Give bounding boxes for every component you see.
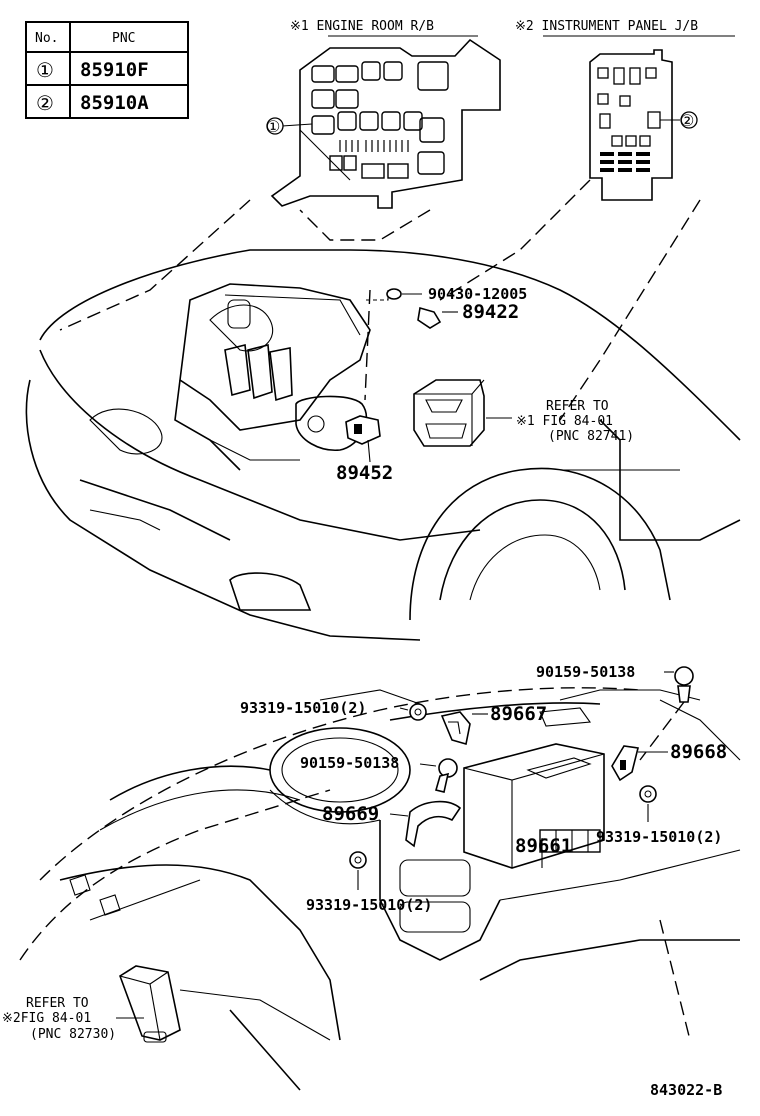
part-label-93319-15010-right: 93319-15010(2) xyxy=(596,828,722,846)
part-89452[interactable]: 89452 xyxy=(336,415,393,484)
ref2-line2: ※2FIG 84-01 xyxy=(2,1011,91,1026)
part-90159-50138-top[interactable]: 90159-50138 xyxy=(536,663,694,761)
car-body-outline xyxy=(25,179,741,641)
part-label-89422: 89422 xyxy=(462,301,519,323)
reference-note-1: REFER TO ※1 FIG 84-01 (PNC 82741) xyxy=(516,399,634,444)
table-row-1-pnc: 85910F xyxy=(80,59,149,81)
reference-note-2: REFER TO ※2FIG 84-01 (PNC 82730) xyxy=(2,996,116,1042)
part-label-89452: 89452 xyxy=(336,462,393,484)
part-89422[interactable]: 89422 xyxy=(417,301,519,329)
callout-2-label: ② xyxy=(680,111,694,130)
table-header-pnc: PNC xyxy=(112,31,135,46)
part-89669[interactable]: 89669 xyxy=(322,800,462,848)
part-ecu-box-engine[interactable] xyxy=(413,379,512,447)
part-89661-ecu[interactable]: 89661 xyxy=(463,743,605,869)
part-label-89668: 89668 xyxy=(670,741,727,763)
instrument-panel-junction-block: ※2 INSTRUMENT PANEL J/B ② xyxy=(515,19,735,201)
table-header-no: No. xyxy=(35,31,58,46)
instrument-panel-title: ※2 INSTRUMENT PANEL J/B xyxy=(515,19,698,34)
part-90430-12005[interactable]: 90430-12005 xyxy=(386,285,527,303)
ref1-line1: REFER TO xyxy=(546,399,609,414)
part-label-93319-15010-lower: 93319-15010(2) xyxy=(306,896,432,914)
part-90159-50138-middle[interactable]: 90159-50138 xyxy=(300,754,458,793)
figure-id: 843022-B xyxy=(650,1081,722,1099)
engine-room-title: ※1 ENGINE ROOM R/B xyxy=(290,19,434,34)
pnc-table: No. PNC ① 85910F ② 85910A xyxy=(25,21,189,119)
part-label-89669: 89669 xyxy=(322,803,379,825)
table-row-2-no: ② xyxy=(36,91,54,115)
part-label-89667: 89667 xyxy=(490,703,547,725)
part-label-90430-12005: 90430-12005 xyxy=(428,285,527,303)
ref2-line1: REFER TO xyxy=(26,996,89,1011)
part-93319-15010-upper-left[interactable]: 93319-15010(2) xyxy=(240,699,427,721)
part-label-90159-50138-top: 90159-50138 xyxy=(536,663,635,681)
part-label-89661: 89661 xyxy=(515,835,572,857)
ref1-line3: (PNC 82741) xyxy=(548,429,634,444)
part-label-93319-15010-upper-left: 93319-15010(2) xyxy=(240,699,366,717)
part-89668[interactable]: 89668 xyxy=(611,741,727,782)
ref2-line3: (PNC 82730) xyxy=(30,1027,116,1042)
part-label-90159-50138-middle: 90159-50138 xyxy=(300,754,399,772)
part-93319-15010-lower[interactable]: 93319-15010(2) xyxy=(306,851,432,914)
engine-room-relay-block: ※1 ENGINE ROOM R/B xyxy=(266,19,501,209)
part-89667[interactable]: 89667 xyxy=(440,703,547,746)
table-row-2-pnc: 85910A xyxy=(80,92,149,114)
part-junction-block-interior[interactable] xyxy=(116,965,181,1043)
part-93319-15010-right[interactable]: 93319-15010(2) xyxy=(596,785,722,846)
callout-1-label: ① xyxy=(266,117,280,136)
ref1-line2: ※1 FIG 84-01 xyxy=(516,414,613,429)
table-row-1-no: ① xyxy=(36,58,54,82)
